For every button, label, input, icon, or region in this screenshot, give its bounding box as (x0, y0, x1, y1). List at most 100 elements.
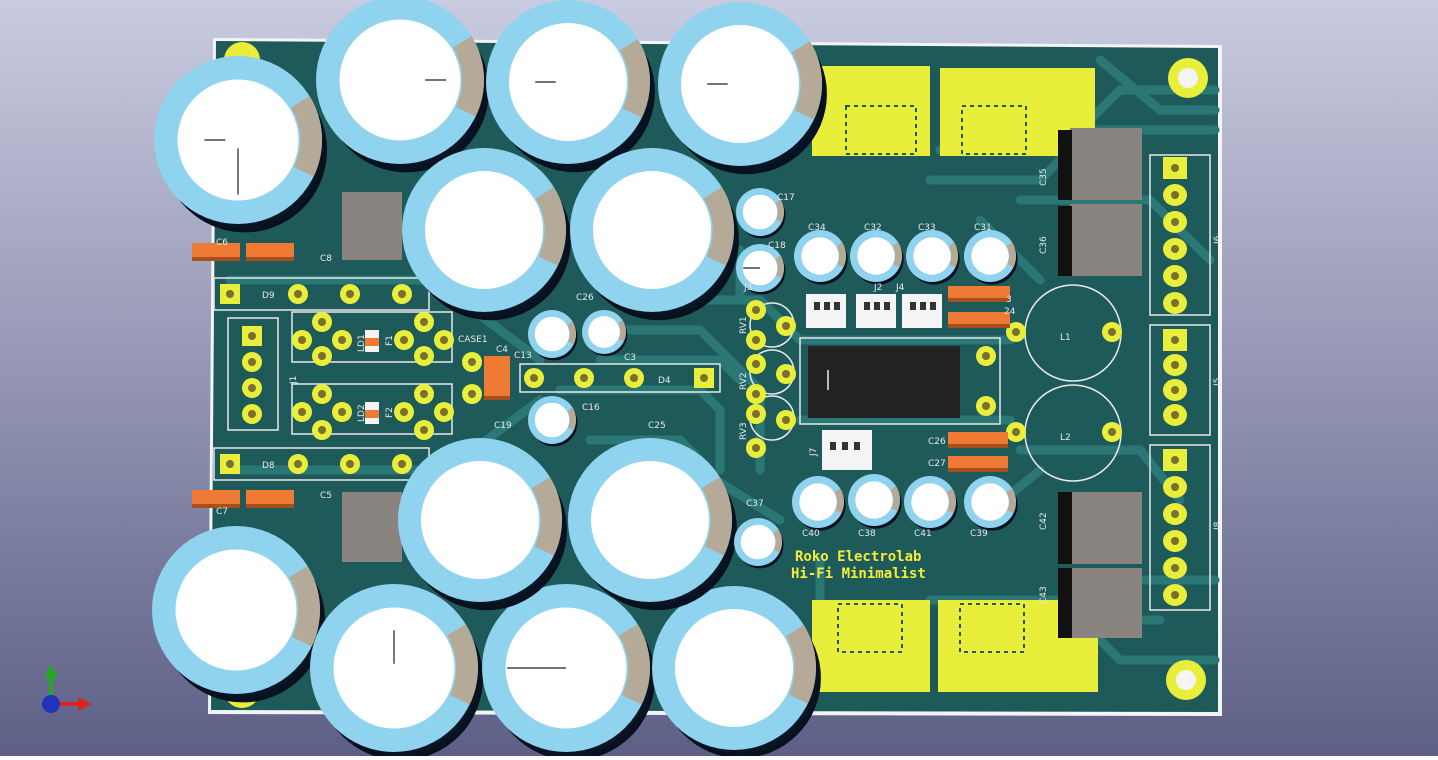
electrolytic-capacitor (904, 476, 958, 531)
label-c32: C32 (864, 223, 882, 233)
smd-capacitor (246, 490, 294, 508)
smd-capacitor (192, 490, 240, 508)
smd-capacitor (192, 243, 240, 261)
regulator (1070, 204, 1142, 276)
label-d9: D9 (262, 291, 275, 301)
regulator (1070, 492, 1142, 564)
label-c35: C35 (1039, 168, 1049, 186)
label-f2: F2 (385, 407, 395, 418)
regulator (1070, 128, 1142, 200)
z-axis-dot (42, 695, 60, 713)
pour-outlines (837, 105, 1027, 653)
label-c40: C40 (802, 529, 820, 539)
electrolytic-capacitor (906, 230, 960, 285)
label-ld2: LD2 (357, 404, 367, 422)
label-rv3: RV3 (739, 422, 749, 440)
smd-capacitor (484, 356, 510, 400)
electrolytic-capacitor (310, 584, 484, 760)
label-j2: J2 (873, 283, 882, 293)
electrolytic-capacitor (964, 230, 1018, 285)
electrolytic-capacitor (482, 584, 656, 760)
label-c7: C7 (216, 507, 228, 517)
label-case1: CASE1 (458, 335, 488, 345)
label-c33: C33 (918, 223, 936, 233)
electrolytic-capacitor (528, 310, 578, 361)
copper-pour (812, 600, 930, 692)
label-c26: C26 (576, 293, 594, 303)
electrolytic-capacitor (154, 56, 328, 233)
electrolytic-capacitor (402, 148, 571, 321)
electrolytic-capacitor (658, 2, 827, 175)
electrolytic-capacitor (652, 586, 821, 759)
label-c31: C31 (974, 223, 992, 233)
copper-pours (812, 66, 1098, 692)
title-line-2: Hi-Fi Minimalist (791, 566, 926, 582)
copper-pour (812, 66, 930, 156)
jumper-j3 (806, 294, 846, 328)
y-axis-arrowhead (44, 664, 58, 678)
electrolytic-capacitor (486, 0, 655, 173)
label-ld1: LD1 (357, 334, 367, 352)
electrolytic-capacitor (792, 476, 846, 531)
regulator (1070, 568, 1142, 638)
electrolytic-capacitors (152, 0, 1018, 760)
label-c24-short: 24 (1004, 307, 1016, 317)
electrolytic-capacitor (582, 310, 628, 357)
label-c4: C4 (496, 345, 508, 355)
smd-capacitors (192, 243, 1010, 508)
electrolytic-capacitor (570, 148, 739, 321)
label-c6: C6 (216, 238, 228, 248)
label-c16: C16 (582, 403, 600, 413)
label-d8: D8 (262, 461, 275, 471)
label-j8: J8 (1213, 521, 1223, 531)
label-c37: C37 (746, 499, 764, 509)
amplifier-ic[interactable] (808, 346, 960, 418)
electrolytic-capacitor (528, 396, 578, 447)
jumpers (806, 294, 942, 470)
electrolytic-capacitor (736, 188, 786, 239)
electrolytic-capacitor (398, 438, 567, 611)
label-c36: C36 (1039, 236, 1049, 254)
electrolytic-capacitor (794, 230, 848, 285)
label-c18: C18 (768, 241, 786, 251)
label-j5: J5 (1213, 378, 1223, 387)
label-c25: C25 (648, 421, 666, 431)
bridge-rectifier (342, 492, 402, 562)
smd-capacitor (246, 243, 294, 261)
label-c39: C39 (970, 529, 988, 539)
label-c26b: C26 (928, 437, 946, 447)
label-j1: J1 (289, 376, 299, 385)
title-line-1: Roko Electrolab (795, 549, 921, 565)
through-hole-pads (220, 157, 1187, 606)
label-j3: J3 (743, 283, 752, 293)
label-c38: C38 (858, 529, 876, 539)
bridge-rectifier (342, 192, 402, 260)
label-c27: C27 (928, 459, 946, 469)
regulators (342, 128, 1142, 638)
label-c5: C5 (320, 491, 332, 501)
label-l2: L2 (1060, 433, 1071, 443)
leds (365, 330, 379, 424)
electrolytic-capacitor (734, 518, 784, 569)
axis-gizmo (42, 664, 92, 713)
label-d4: D4 (658, 376, 671, 386)
label-j6: J6 (1213, 235, 1223, 245)
label-c13: C13 (514, 351, 532, 361)
jumper-j2 (856, 294, 896, 328)
label-f1: F1 (385, 335, 395, 346)
x-axis-arrowhead (78, 697, 92, 711)
electrolytic-capacitor (964, 476, 1018, 531)
label-c41: C41 (914, 529, 932, 539)
label-j7: J7 (809, 448, 819, 457)
label-c3-short: 3 (1006, 295, 1012, 305)
label-c19: C19 (494, 421, 512, 431)
label-c42: C42 (1039, 512, 1049, 530)
label-l1: L1 (1060, 333, 1071, 343)
electrolytic-capacitor (316, 0, 490, 173)
label-c3: C3 (624, 353, 636, 363)
label-c17: C17 (777, 193, 795, 203)
reference-designators: C17 C18 C34 C32 C33 C31 C26 C26 C27 C13 … (216, 168, 1223, 604)
electrolytic-capacitor (850, 230, 904, 285)
